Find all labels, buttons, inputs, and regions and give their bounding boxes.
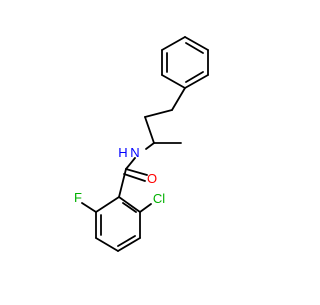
atom-chlorine: Cl (153, 191, 165, 206)
bond (95, 237, 119, 252)
bond (161, 36, 186, 51)
bond-double-inner (185, 42, 204, 54)
bond (118, 168, 127, 198)
molecule-structure: N H O F Cl (74, 36, 209, 252)
bond (95, 196, 120, 213)
atom-nitrogen: N (130, 145, 139, 160)
bond (118, 196, 141, 213)
bond (144, 116, 155, 144)
atom-labels: N H O F Cl (74, 145, 165, 206)
bond (125, 157, 136, 170)
atom-hydrogen: H (118, 145, 127, 160)
bond (144, 109, 173, 118)
structure-canvas: N H O F Cl (74, 36, 209, 252)
bond (139, 203, 152, 213)
bond-double (123, 173, 146, 182)
bond-double-inner (122, 202, 137, 213)
bond (161, 74, 186, 89)
bond (117, 237, 141, 252)
bond (184, 74, 209, 89)
bond-double-inner (117, 235, 136, 247)
bond-double-inner (185, 71, 204, 83)
bond (145, 142, 155, 150)
bond (125, 168, 148, 176)
bond (171, 87, 186, 111)
atom-fluorine: F (74, 190, 82, 205)
bond (81, 202, 97, 213)
bonds (81, 36, 209, 252)
atom-oxygen: O (147, 171, 157, 186)
bond (184, 36, 209, 51)
